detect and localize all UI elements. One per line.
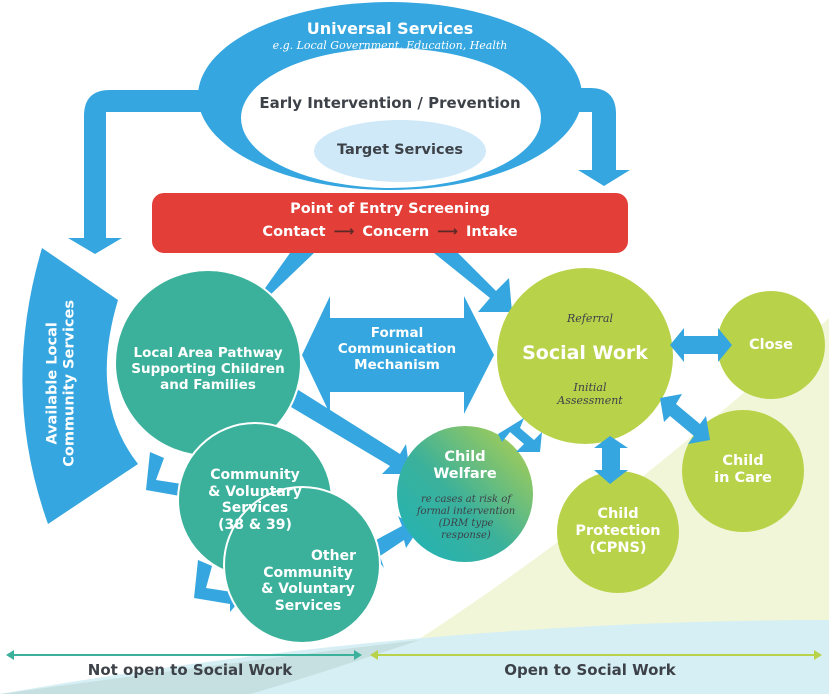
child-in-care-line: Child [722,453,764,469]
local-area-line: Local Area Pathway [133,345,283,361]
arrow-local-to-child-welfare [286,386,410,474]
not-open-left-arrowhead [6,650,14,660]
arrow-entry-to-social-work [434,253,512,312]
close-circle [717,291,825,399]
child-in-care-line: in Care [714,470,772,487]
child-welfare-line: Welfare [433,466,497,483]
arrow-universal-to-entry [570,88,630,186]
open-left-arrowhead [370,650,378,660]
social-work-assessment-note: Initial Assessment [530,381,650,408]
cvs-line: (38 & 39) [218,516,292,533]
child-welfare-line: Child [444,449,486,465]
assessment-line: Assessment [557,393,623,407]
entry-step-concern: Concern [362,224,430,240]
child-welfare-note-line: (DRM type [438,518,494,529]
formal-line: Communication [337,340,457,357]
background-swoosh-green [330,318,829,694]
community-services-label: Available Local Community Services [45,283,80,483]
child-protection-line: Child [597,506,639,522]
child-protection-line: Protection [575,523,661,540]
child-welfare-note-line: re cases at risk of [420,494,512,505]
community-services-line2: Community Services [62,300,78,467]
child-welfare-note-line: formal intervention [416,506,516,517]
arrow-social-work-child-protection [594,436,628,484]
arrow-cvs-to-other [194,560,242,612]
local-area-line: and Families [160,376,256,393]
universal-services-subtitle: e.g. Local Government, Education, Health [272,39,508,52]
community-services-band [22,248,138,524]
entry-step-intake: Intake [466,224,518,240]
formal-communication-arrow [302,296,494,414]
child-in-care-circle [682,410,804,532]
assessment-line: Initial [573,381,607,394]
child-in-care-label: Child in Care [700,453,786,487]
arrow-social-work-child-welfare [498,418,542,452]
target-services-label: Target Services [336,142,464,158]
formal-line: Mechanism [354,356,440,373]
arrow-social-work-child-in-care [660,394,710,444]
community-services-line1: Available Local [44,322,61,445]
entry-step-contact: Contact [262,224,326,240]
arrow-right-icon: ⟶ [437,224,459,240]
social-work-referral-note: Referral [567,312,613,325]
point-of-entry-box [152,193,628,253]
other-cvs-line: & Voluntary [261,581,355,598]
other-community-circle [223,486,381,644]
arrow-social-work-close [670,328,732,362]
not-open-right-arrowhead [354,650,362,660]
local-area-pathway-label: Local Area Pathway Supporting Children a… [115,345,301,394]
point-of-entry-title: Point of Entry Screening [290,201,490,217]
local-area-line: Supporting Children [131,360,285,377]
close-label: Close [748,337,794,353]
community-voluntary-label: Community & Voluntary Services (38 & 39) [194,467,316,533]
social-work-circle [497,268,673,444]
child-protection-circle [557,471,679,593]
social-work-title: Social Work [522,342,648,364]
other-cvs-line: Community [263,564,353,581]
cvs-line: & Voluntary [208,483,302,500]
formal-communication-label: Formal Communication Mechanism [326,325,468,374]
other-cvs-line: Services [274,597,342,614]
child-welfare-note-line: response) [441,530,491,541]
early-intervention-label: Early Intervention / Prevention [259,94,521,112]
arrow-right-icon: ⟶ [333,224,355,240]
child-protection-line: (CPNS) [589,540,647,557]
formal-line: Formal [370,325,424,341]
open-right-arrowhead [814,650,822,660]
entry-steps: Contact ⟶ Concern ⟶ Intake [152,224,628,240]
arrow-other-to-child-welfare [372,516,418,568]
child-welfare-circle [397,426,533,562]
other-cvs-line: Other [311,548,356,564]
cvs-line: Services [221,500,289,517]
footer-open-label: Open to Social Work [504,661,676,679]
footer-not-open-label: Not open to Social Work [87,661,293,679]
background-swoosh-blue-shade [0,640,420,694]
child-welfare-label: Child Welfare [415,449,515,483]
child-protection-label: Child Protection (CPNS) [563,506,673,557]
cvs-line: Community [210,467,300,483]
target-services-ellipse [314,120,486,182]
child-welfare-note: re cases at risk of formal intervention … [400,494,532,542]
universal-services-title: Universal Services [306,19,474,38]
other-community-label: Other Community & Voluntary Services [250,548,366,614]
